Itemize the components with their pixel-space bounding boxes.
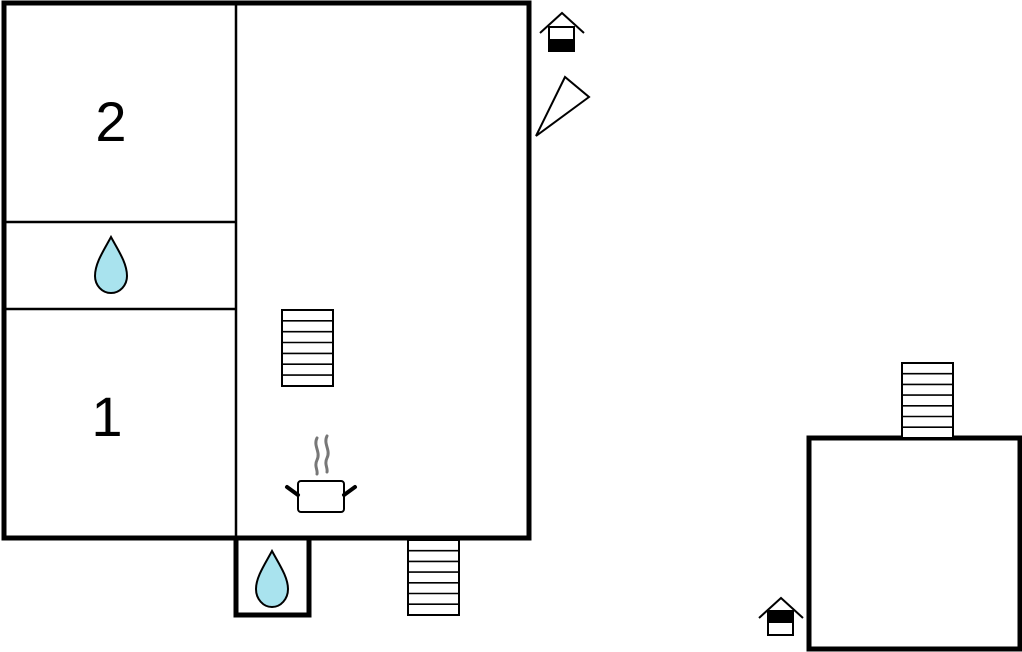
water-drop-icon [93, 234, 129, 294]
water-drop-icon [254, 548, 290, 608]
cooking-pot-icon [285, 434, 357, 513]
staircase-icon [901, 362, 954, 439]
secondary-building-outline [806, 435, 1022, 652]
house-entrance-icon [758, 596, 804, 636]
house-entrance-icon [539, 11, 585, 52]
staircase-icon [281, 309, 334, 387]
room-label-2: 2 [95, 90, 126, 153]
main-building-outline [1, 0, 532, 541]
room-label-1: 1 [91, 385, 122, 448]
triangle-terrace-icon [535, 75, 591, 137]
bathroom-annex-outline [233, 535, 312, 618]
staircase-icon [407, 539, 460, 616]
